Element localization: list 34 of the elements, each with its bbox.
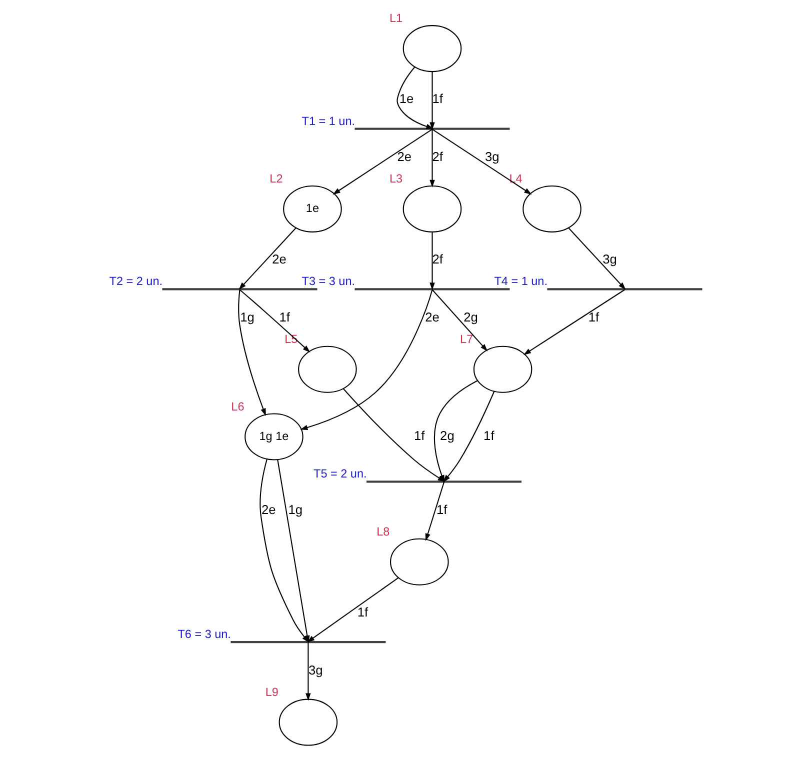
node-label: T1 = 1 un.: [302, 114, 356, 128]
edge-label: 1g: [240, 309, 254, 324]
node-label: L2: [270, 172, 283, 186]
edge-label: 2e: [397, 148, 412, 164]
node-label: L6: [231, 400, 244, 414]
edge-label: 1e: [399, 91, 414, 106]
edge-label: 3g: [484, 148, 500, 164]
node-label: L3: [389, 172, 403, 186]
edge-label: 2f: [432, 252, 443, 267]
node-label: L7: [460, 332, 474, 346]
node-label: T4 = 1 un.: [494, 275, 548, 288]
node-label: L9: [265, 686, 278, 699]
edge-label: 2e: [272, 252, 286, 267]
node-label: T6 = 3 un.: [178, 628, 231, 642]
node-label: L8: [376, 525, 390, 538]
node-label: L1: [389, 12, 403, 26]
node-label: T2 = 2 un.: [109, 275, 163, 288]
node-label: T3 = 3 un.: [302, 275, 356, 288]
edge-label: 1f: [414, 428, 425, 444]
node-label: T5 = 2 un.: [314, 468, 367, 481]
edge-label: 1f: [484, 428, 494, 444]
edge-label: 3g: [308, 662, 323, 678]
edge-label: 2g: [464, 309, 478, 324]
edge-label: 1f: [436, 502, 448, 517]
edge-label: 2e: [425, 309, 440, 324]
edge-label: 1f: [357, 604, 368, 620]
edge-label: 1f: [279, 309, 290, 324]
edge-label: 1f: [432, 91, 443, 106]
edge-label: 1g: [288, 502, 302, 517]
edge-label: 2e: [261, 502, 276, 517]
edge-label: 3g: [602, 252, 617, 267]
edge-label: 1f: [588, 309, 600, 324]
edge-label: 2f: [432, 148, 443, 164]
edge-label: 2g: [440, 428, 454, 444]
